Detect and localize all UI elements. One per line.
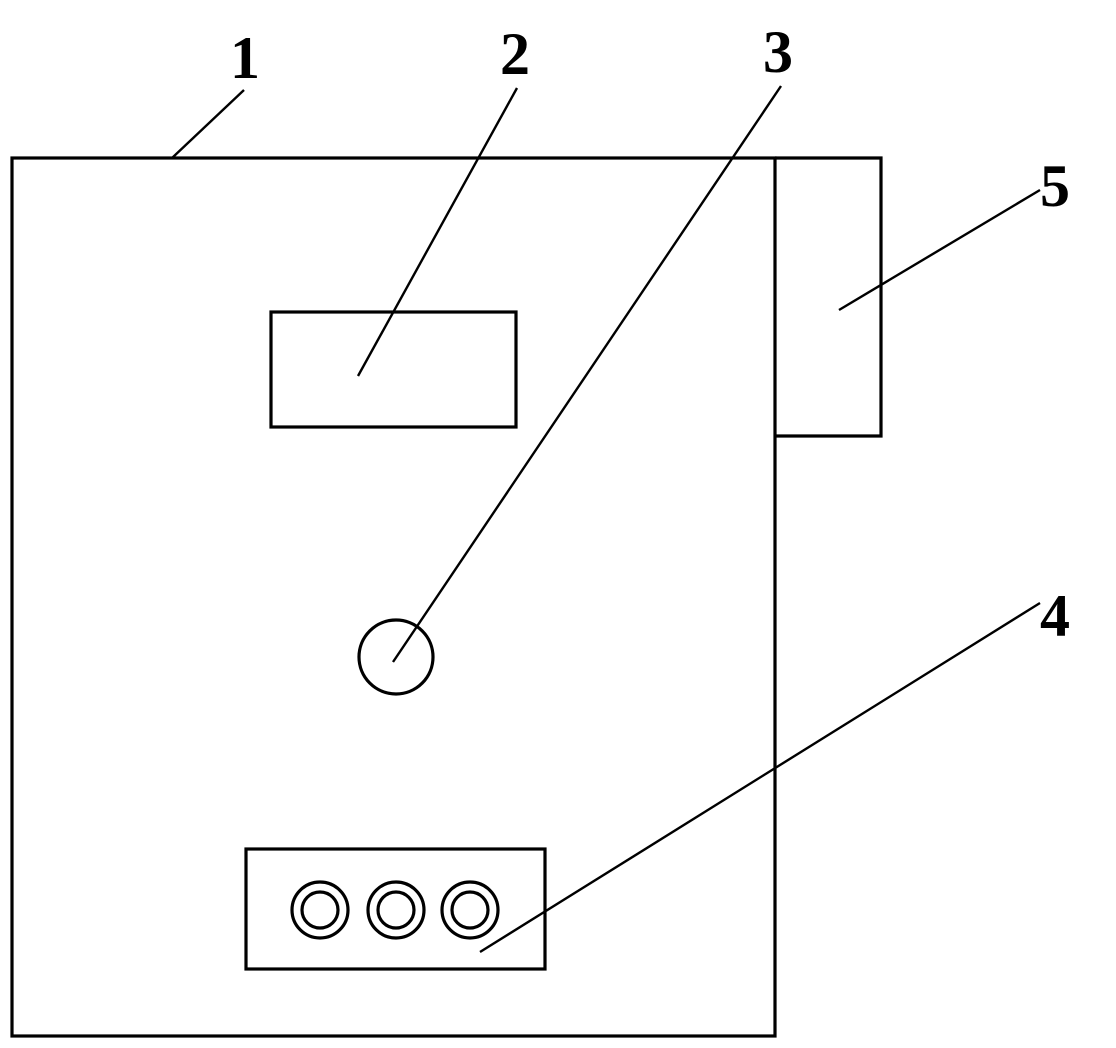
socket-terminal [440, 880, 500, 940]
label-3: 3 [763, 19, 793, 85]
display-window [269, 310, 518, 429]
label-1: 1 [230, 25, 260, 91]
socket-panel-frame [244, 847, 547, 971]
socket-panel [244, 847, 547, 971]
round-indicator [357, 618, 435, 696]
label-2: 2 [500, 21, 530, 87]
side-module [775, 156, 883, 438]
leader-line-1 [171, 89, 245, 159]
label-4: 4 [1040, 583, 1070, 649]
leader-line-4 [479, 601, 1041, 954]
leader-line-3 [392, 85, 782, 663]
label-5: 5 [1040, 153, 1070, 219]
socket-terminal [366, 880, 426, 940]
housing-body [10, 156, 777, 1038]
leader-line-5 [838, 188, 1041, 312]
socket-terminal [290, 880, 350, 940]
leader-line-2 [356, 87, 519, 377]
